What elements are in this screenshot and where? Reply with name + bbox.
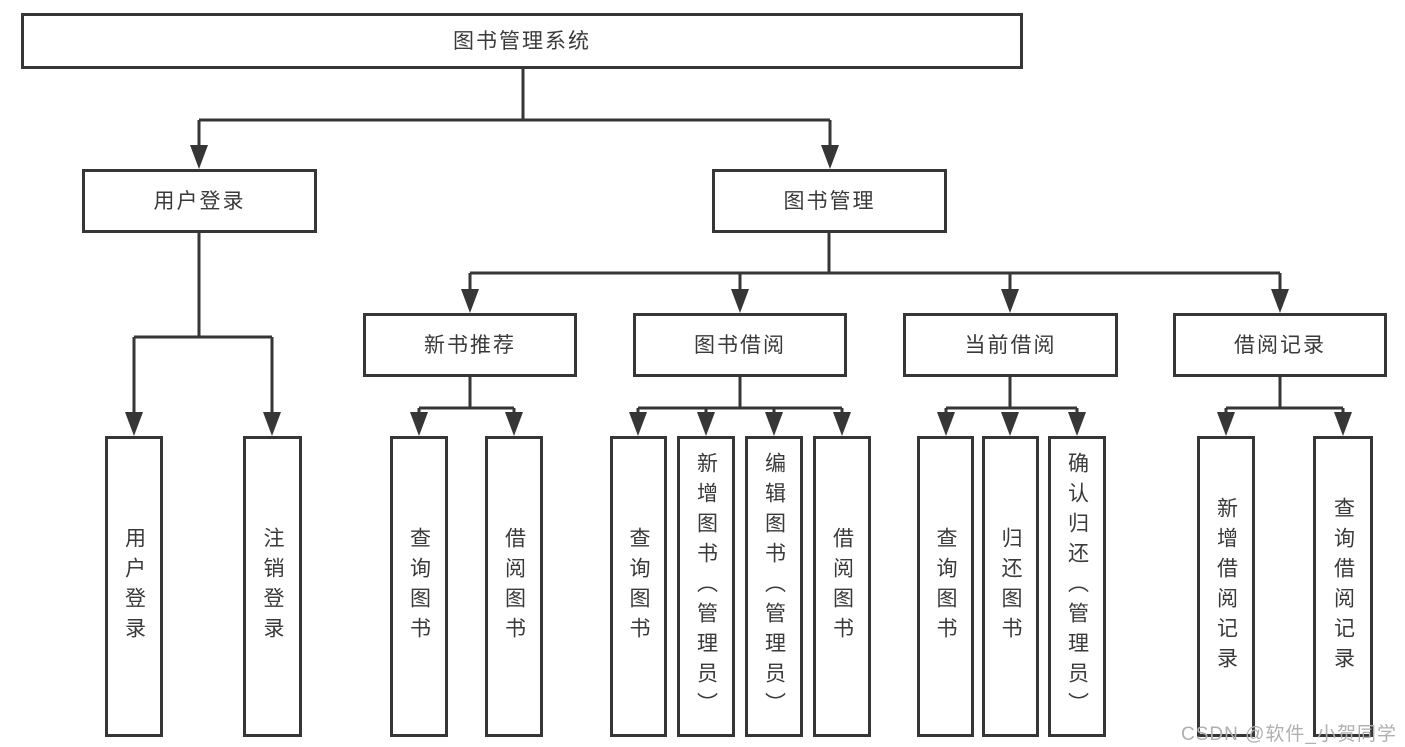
- node-leaf-borrow-book-newrec: 借阅图书: [485, 436, 543, 737]
- node-label: 借阅图书: [830, 526, 854, 647]
- node-label: 编辑图书（管理员）: [762, 451, 786, 722]
- node-leaf-query-book-current: 查询图书: [917, 436, 974, 737]
- node-leaf-query-borrow-record: 查询借阅记录: [1313, 436, 1373, 737]
- node-current-borrowing: 当前借阅: [903, 313, 1118, 377]
- node-book-borrowing: 图书借阅: [633, 313, 847, 377]
- node-label: 新书推荐: [424, 333, 516, 357]
- node-label: 归还图书: [999, 526, 1022, 647]
- node-user-login: 用户登录: [82, 169, 317, 233]
- node-leaf-confirm-return-admin: 确认归还（管理员）: [1048, 436, 1106, 737]
- node-label: 借阅图书: [502, 526, 526, 647]
- node-label: 新增图书（管理员）: [694, 451, 718, 722]
- node-leaf-query-book-borrowing: 查询图书: [610, 436, 667, 737]
- node-label: 确认归还（管理员）: [1065, 451, 1089, 722]
- node-label: 用户登录: [122, 526, 146, 647]
- node-leaf-edit-book-admin: 编辑图书（管理员）: [745, 436, 803, 737]
- node-label: 用户登录: [153, 189, 246, 213]
- node-label: 查询图书: [934, 526, 957, 647]
- node-borrowing-records: 借阅记录: [1173, 313, 1387, 377]
- node-label: 查询图书: [407, 526, 431, 647]
- node-label: 查询借阅记录: [1331, 496, 1355, 677]
- node-leaf-logout: 注销登录: [243, 436, 302, 737]
- node-leaf-borrow-book-borrowing: 借阅图书: [813, 436, 871, 737]
- node-leaf-user-login: 用户登录: [105, 436, 163, 737]
- node-label: 当前借阅: [964, 333, 1057, 357]
- node-leaf-add-book-admin: 新增图书（管理员）: [677, 436, 735, 737]
- watermark: CSDN @软件_小贺同学: [1181, 724, 1397, 745]
- node-label: 图书管理: [783, 189, 876, 213]
- node-label: 图书管理系统: [453, 29, 591, 53]
- node-leaf-query-book-newrec: 查询图书: [390, 436, 448, 737]
- node-leaf-return-book: 归还图书: [982, 436, 1039, 737]
- arrowheads: [125, 145, 1352, 436]
- node-label: 新增借阅记录: [1214, 496, 1238, 677]
- node-label: 图书借阅: [694, 333, 786, 357]
- node-label: 借阅记录: [1234, 333, 1326, 357]
- node-library-management-system: 图书管理系统: [21, 13, 1023, 69]
- node-book-management: 图书管理: [712, 169, 947, 233]
- node-new-book-recommendation: 新书推荐: [363, 313, 577, 377]
- node-leaf-add-borrow-record: 新增借阅记录: [1197, 436, 1255, 737]
- node-label: 查询图书: [627, 526, 650, 647]
- node-label: 注销登录: [261, 526, 284, 647]
